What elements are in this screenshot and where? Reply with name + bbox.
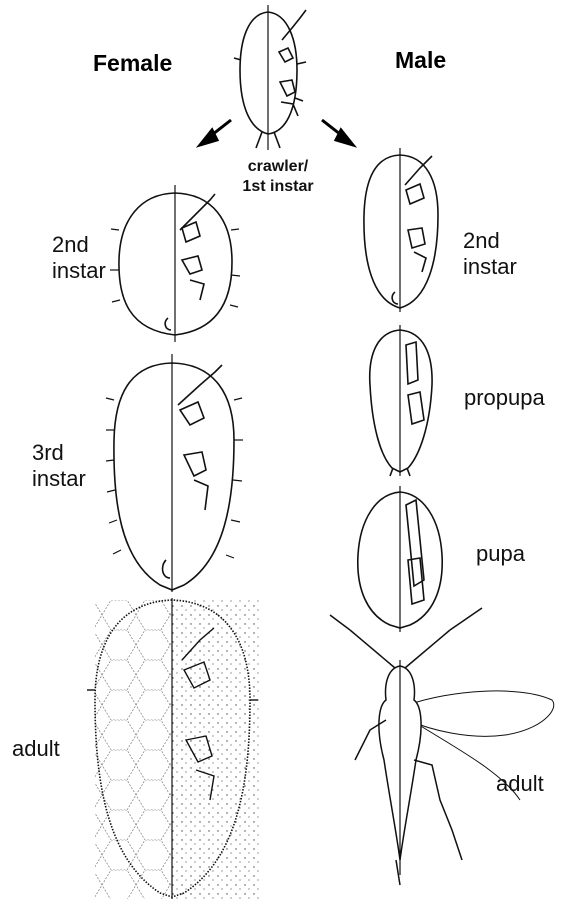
male-pupa-label: pupa: [476, 541, 525, 567]
female-2nd-instar-label: 2nd instar: [52, 232, 106, 284]
female-heading: Female: [93, 50, 172, 77]
male-propupa-illustration: [370, 325, 432, 476]
male-propupa-label: propupa: [464, 385, 545, 411]
arrow-to-male: [322, 120, 353, 145]
crawler-label: crawler/ 1st instar: [228, 157, 328, 197]
female-2nd-instar-illustration: [110, 185, 240, 342]
crawler-illustration: [234, 5, 306, 150]
male-adult-label: adult: [496, 771, 544, 797]
male-2nd-instar-label: 2nd instar: [463, 228, 517, 280]
male-pupa-illustration: [358, 486, 442, 632]
female-adult-illustration: [87, 595, 261, 899]
female-adult-label: adult: [12, 736, 60, 762]
female-3rd-instar-label: 3rd instar: [32, 440, 86, 492]
female-3rd-instar-illustration: [106, 354, 243, 592]
male-heading: Male: [395, 47, 446, 74]
arrow-to-female: [200, 120, 231, 145]
male-adult-illustration: [330, 608, 554, 885]
male-2nd-instar-illustration: [364, 148, 438, 312]
